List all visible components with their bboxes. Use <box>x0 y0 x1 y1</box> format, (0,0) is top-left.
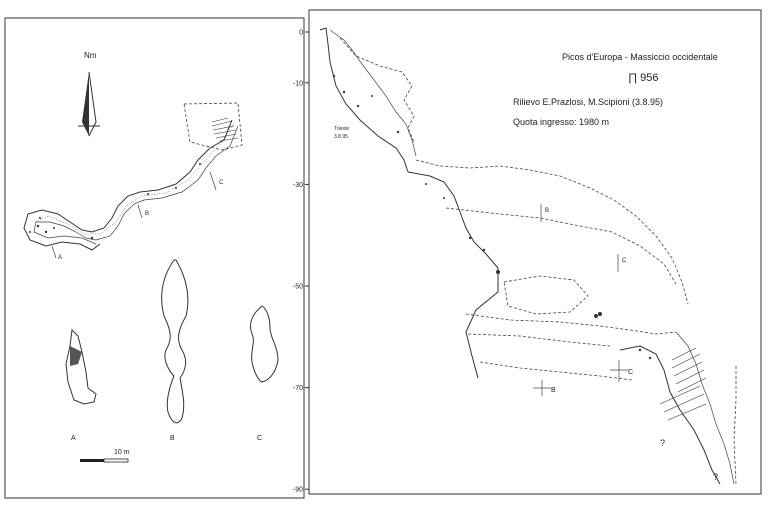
section-label-c: C <box>257 435 262 442</box>
scale-bar: 10 m <box>80 449 130 463</box>
profile-mark-c-lower: C <box>628 369 633 376</box>
north-label: Nm <box>84 51 97 60</box>
plan-mark-b: B <box>145 211 149 217</box>
plan-mark-c: C <box>219 180 224 186</box>
title-block: Picos d'Europa - Massiccio occidentale ∏… <box>513 52 718 127</box>
depth-axis: 0 -10 -30 -50 -70 -90 <box>293 30 310 494</box>
cross-section-a: A <box>65 328 97 442</box>
north-arrow: Nm <box>78 51 100 137</box>
cave-code: ∏ 956 <box>628 72 658 84</box>
cross-section-c: C <box>249 305 279 442</box>
unknown-mark-2: ? <box>713 472 718 482</box>
depth-tick-label: -10 <box>293 80 303 87</box>
profile-frame <box>308 9 762 495</box>
profile-mark-b-upper: B <box>545 208 549 214</box>
depth-tick-label: 0 <box>299 30 303 37</box>
depth-tick-label: -90 <box>293 487 303 494</box>
plan-frame <box>4 17 305 499</box>
profile-mark-b-lower: B <box>551 387 556 394</box>
surveyors: Rilievo E.Prazlosi, M.Scipioni (3.8.95) <box>513 97 663 107</box>
profile-view: Trieste 3.8.95 B C B C ? ? <box>319 27 737 485</box>
plan-view: C B A <box>23 102 243 261</box>
survey-note-date: 3.8.95 <box>334 134 348 140</box>
depth-tick-label: -30 <box>293 182 303 189</box>
section-label-a: A <box>71 435 76 442</box>
unknown-mark-1: ? <box>660 438 665 448</box>
entrance-altitude: Quota ingresso: 1980 m <box>513 117 609 127</box>
depth-tick-label: -50 <box>293 284 303 291</box>
section-label-b: B <box>170 435 175 442</box>
cross-section-b: B <box>161 259 189 442</box>
plan-mark-a: A <box>58 255 62 261</box>
depth-tick-label: -70 <box>293 385 303 392</box>
survey-note-station: Trieste <box>334 126 349 132</box>
survey-title: Picos d'Europa - Massiccio occidentale <box>562 52 718 62</box>
profile-mark-c-upper: C <box>622 258 627 264</box>
scale-label: 10 m <box>114 449 130 456</box>
